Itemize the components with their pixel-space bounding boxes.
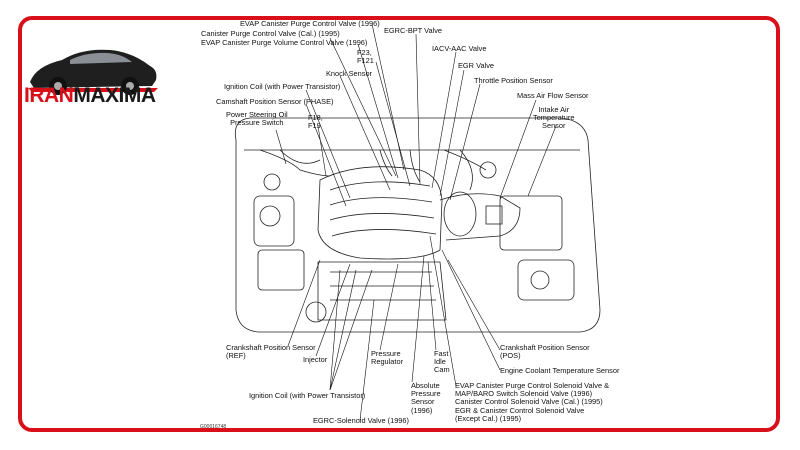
label-egrc-solenoid: EGRC-Solenoid Valve (1996)	[313, 416, 409, 425]
label-absolute-pressure-sensor: Absolute Pressure Sensor (1996)	[411, 381, 441, 415]
label-ignition-coil-bottom: Ignition Coil (with Power Transistor)	[249, 391, 366, 400]
label-egr-valve: EGR Valve	[458, 61, 495, 70]
label-evap-volume-1996: EVAP Canister Purge Volume Control Valve…	[201, 38, 368, 47]
label-f23-f121: F23, F121	[357, 48, 374, 66]
label-ignition-coil-top: Ignition Coil (with Power Transistor)	[224, 82, 341, 91]
label-throttle-position-sensor: Throttle Position Sensor	[474, 76, 553, 85]
label-ps-oil-pressure-switch: Power Steering Oil Pressure Switch	[226, 110, 288, 128]
label-engine-coolant-temp: Engine Coolant Temperature Sensor	[500, 366, 620, 375]
label-mass-air-flow-sensor: Mass Air Flow Sensor	[517, 91, 589, 100]
figure-code: G00016748	[200, 424, 227, 430]
label-evap-purge-1996: EVAP Canister Purge Control Valve (1996)	[240, 19, 380, 28]
label-camshaft-position-sensor: Camshaft Position Sensor (PHASE)	[216, 97, 334, 106]
label-egrc-bpt: EGRC-BPT Valve	[384, 26, 443, 35]
label-f18-f19: F18, F19	[308, 113, 323, 131]
label-crankshaft-pos: Crankshaft Position Sensor (POS)	[500, 343, 590, 361]
car-logo-icon	[28, 49, 158, 95]
label-evap-map-group: EVAP Canister Purge Control Solenoid Val…	[455, 381, 610, 423]
label-intake-air-temp-sensor: Intake Air Temperature Sensor	[533, 105, 575, 131]
label-fast-idle-cam: Fast Idle Cam	[434, 349, 450, 375]
label-iacv-aac: IACV-AAC Valve	[432, 44, 487, 53]
brand-part-1: IRAN	[24, 84, 74, 107]
label-knock-sensor: Knock Sensor	[326, 69, 373, 78]
label-injector: Injector	[303, 355, 328, 364]
label-crankshaft-ref: Crankshaft Position Sensor (REF)	[226, 343, 316, 361]
brand-wordmark: IRANMAXIMA	[24, 84, 156, 108]
label-canister-purge-1995: Canister Purge Control Valve (Cal.) (199…	[201, 29, 340, 38]
brand-part-2: MAXIMA	[73, 84, 156, 107]
label-pressure-regulator: Pressure Regulator	[371, 349, 404, 367]
